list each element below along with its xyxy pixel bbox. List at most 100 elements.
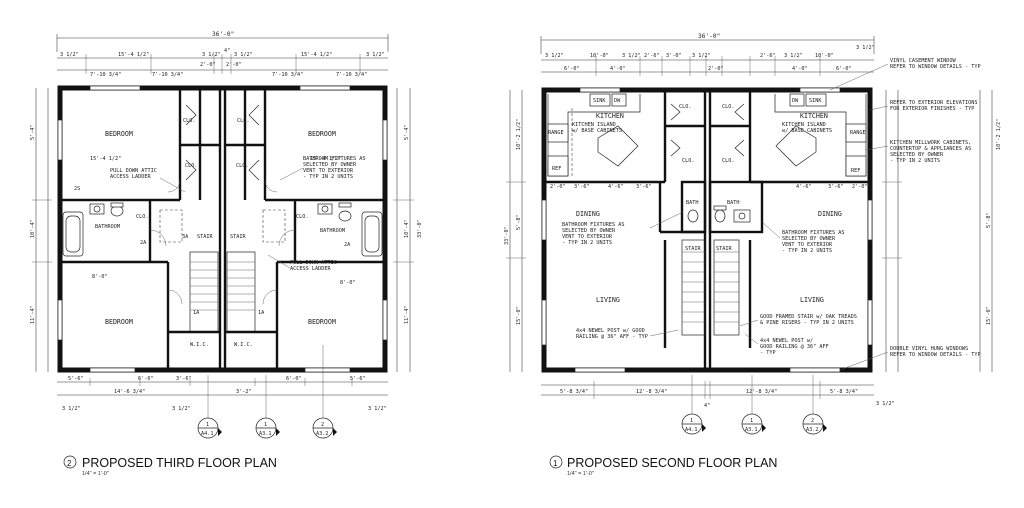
third-marker-2-sheet: A3.1 <box>259 431 272 437</box>
second-sink-left: SINK <box>593 98 606 104</box>
third-top-dim-2: 15'-4 1/2" <box>118 52 149 58</box>
third-bedroom-tl: BEDROOM <box>105 130 133 138</box>
third-sub-dim-1: 7'-10 3/4" <box>90 72 121 78</box>
second-sub-dim-5: 4'-0" <box>792 66 808 72</box>
second-title-number: 1 <box>553 459 558 468</box>
third-side-dim-1: 5'-4" <box>30 124 36 140</box>
second-sink-right: SINK <box>809 98 822 104</box>
second-clo-3: CLO. <box>682 158 695 164</box>
second-side-dim-r2: 5'-8" <box>986 212 992 228</box>
third-overall-depth: 33'-0" <box>417 219 423 238</box>
third-top-dim-1: 3 1/2" <box>60 52 79 58</box>
third-tag-2a-l: 2A <box>140 240 147 246</box>
second-bottom-dim-3: 4" <box>704 403 710 409</box>
second-clo-2: CLO. <box>722 104 735 110</box>
second-marker-3-sheet: A3.2 <box>806 427 819 433</box>
second-in-dim-1: 2'-0" <box>550 184 566 190</box>
second-dw-left: DW <box>614 98 621 104</box>
second-stair-left-label: STAIR <box>685 246 701 252</box>
second-range-left: RANGE <box>548 130 564 136</box>
second-kitchen-left <box>547 93 641 177</box>
third-bath-right-fixtures <box>317 202 383 257</box>
third-in-dim-1: 15'-4 1/2" <box>90 156 121 162</box>
second-top-dim-9: 10'-0" <box>815 53 834 59</box>
third-side-dim-3: 11'-4" <box>30 305 36 324</box>
second-in-dim-6: 3'-6" <box>828 184 844 190</box>
third-in-dim-4: 8'-0" <box>340 280 356 286</box>
third-bottom-dim-5: 3 1/2" <box>172 406 191 412</box>
second-ref-left: REF <box>552 166 561 172</box>
second-top-dim-7: 2'-6" <box>760 53 776 59</box>
third-clo-2: CLO. <box>237 118 250 124</box>
third-clo-6: CLO. <box>296 214 309 220</box>
third-wic-right: W.I.C. <box>234 342 253 348</box>
second-overall-depth: 33'-0" <box>504 226 510 245</box>
second-section-marker-3[interactable]: 2 A3.2 <box>802 413 827 435</box>
second-marker-2-num: 1 <box>750 418 753 424</box>
third-bedroom-br: BEDROOM <box>308 318 336 326</box>
second-top-dim-8: 3 1/2" <box>784 53 803 59</box>
second-kitchen-left-label: KITCHEN <box>596 112 624 120</box>
second-top-dim-1: 3 1/2" <box>545 53 564 59</box>
third-stair-left <box>190 261 218 311</box>
second-section-marker-1[interactable]: 1 A4.1 <box>681 413 706 435</box>
third-marker-1-num: 1 <box>206 422 209 428</box>
second-section-marker-2[interactable]: 1 A3.1 <box>741 413 766 435</box>
second-stair-right <box>714 251 739 323</box>
third-title: PROPOSED THIRD FLOOR PLAN <box>82 456 277 470</box>
third-clo-1: CLO. <box>183 118 196 124</box>
third-bath-left-fixtures <box>62 202 124 257</box>
third-bath-left: BATHROOM <box>95 224 120 230</box>
second-living-right: LIVING <box>800 296 824 304</box>
second-stair-right-label: STAIR <box>716 246 732 252</box>
third-clo-5: CLO. <box>136 214 149 220</box>
second-marker-1-sheet: A4.1 <box>685 427 698 433</box>
third-bottom-dim-3: 3'-6" <box>176 376 192 382</box>
second-dining-left: DINING <box>576 210 600 218</box>
second-side-dim-r3: 15'-0" <box>986 306 992 325</box>
third-section-marker-1[interactable]: 1 A4.1 <box>197 417 222 439</box>
second-stair-left <box>682 251 705 323</box>
third-title-number: 2 <box>67 459 72 468</box>
second-bath-right: BATH <box>727 200 740 206</box>
second-bath-left: BATH <box>686 200 699 206</box>
third-bottom-dim-9: 3 1/2" <box>62 406 81 412</box>
second-side-dim-2: 5'-8" <box>516 214 522 230</box>
third-bath-right: BATHROOM <box>320 228 345 234</box>
third-sub-dim-5: 2'-0" <box>200 62 216 68</box>
second-sub-dim-2: 4'-0" <box>610 66 626 72</box>
third-top-dim-5: 3 1/2" <box>234 52 253 58</box>
third-side-dim-r3: 11'-4" <box>404 305 410 324</box>
third-tag-1a-l: 1A <box>193 310 200 316</box>
second-in-dim-2: 3'-6" <box>574 184 590 190</box>
third-bottom-dim-2: 6'-0" <box>138 376 154 382</box>
second-bottom-dim-1: 5'-8 3/4" <box>560 389 588 395</box>
third-section-marker-3[interactable]: 2 A3.2 <box>312 417 337 439</box>
third-section-marker-2[interactable]: 1 A3.1 <box>255 417 280 439</box>
second-living-left: LIVING <box>596 296 620 304</box>
second-side-dim-3: 15'-0" <box>516 306 522 325</box>
third-sub-dim-4: 7'-10 3/4" <box>336 72 367 78</box>
third-overall-width: 36'-0" <box>212 31 234 38</box>
third-side-dim-r2: 10'-4" <box>404 219 410 238</box>
second-side-dim-1: 10'-2 1/2" <box>516 119 522 150</box>
second-clo-1: CLO. <box>679 104 692 110</box>
second-sub-dim-3: 2'-0" <box>708 66 724 72</box>
third-bottom-dim-8: 5'-6" <box>350 376 366 382</box>
second-top-dim-4: 2'-6" <box>644 53 660 59</box>
third-in-dim-3: 8'-0" <box>92 274 108 280</box>
third-clo-4: CLO. <box>236 163 249 169</box>
second-kitchen-right <box>774 93 867 177</box>
third-in-dim-2: 15'-4 1/2" <box>310 156 341 162</box>
second-in-dim-3: 4'-6" <box>608 184 624 190</box>
third-sub-dim-6: 2'-0" <box>226 62 242 68</box>
second-bottom-dim-4: 12'-8 3/4" <box>746 389 777 395</box>
third-top-dim-4: 4" <box>224 48 230 54</box>
